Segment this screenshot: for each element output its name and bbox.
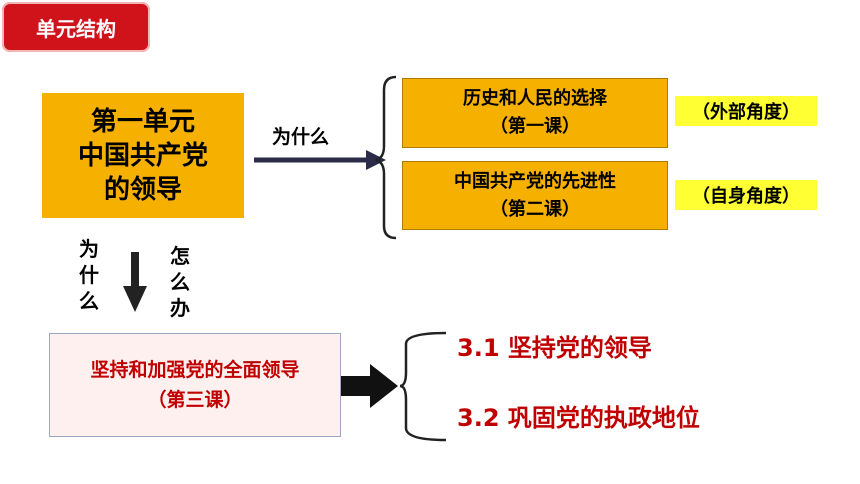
upper-brace [375, 75, 397, 240]
why-vertical-label: 为 什 么 [77, 236, 101, 314]
unit-line-2: 中国共产党 [77, 140, 208, 171]
section-3-2: 3.2 巩固党的执政地位 [457, 404, 700, 432]
why-label: 为什么 [272, 126, 330, 148]
lower-brace [399, 331, 447, 442]
how-char-2: 么 [170, 270, 190, 294]
lesson-two-number: （第二课） [490, 198, 580, 220]
lesson-three-title: 坚持和加强党的全面领导 [90, 359, 300, 381]
thick-right-arrow [338, 364, 398, 408]
lesson-two-title: 中国共产党的先进性 [454, 170, 616, 192]
section-3-1: 3.1 坚持党的领导 [457, 334, 652, 362]
why-char-1: 为 [79, 237, 99, 261]
down-arrow-shaft [131, 252, 139, 288]
unit-structure-tag: 单元结构 [2, 2, 150, 52]
lesson-three-box: 坚持和加强党的全面领导 （第三课） [49, 333, 341, 437]
why-char-2: 什 [79, 263, 99, 287]
external-angle-label: （外部角度） [675, 96, 817, 126]
down-arrow-head [123, 286, 147, 312]
internal-angle-label: （自身角度） [675, 180, 817, 210]
why-char-3: 么 [79, 289, 99, 313]
unit-one-box: 第一单元 中国共产党 的领导 [42, 93, 244, 218]
lesson-one-title: 历史和人民的选择 [463, 88, 607, 109]
how-char-3: 办 [170, 296, 190, 320]
how-char-1: 怎 [170, 244, 190, 268]
lesson-one-number: （第一课） [490, 116, 580, 137]
how-vertical-label: 怎 么 办 [168, 243, 192, 321]
unit-line-1: 第一单元 [90, 106, 195, 137]
lesson-two-box: 中国共产党的先进性 （第二课） [402, 161, 668, 230]
unit-line-3: 的领导 [103, 174, 182, 205]
lesson-three-number: （第三课） [147, 389, 243, 411]
lesson-one-box: 历史和人民的选择 （第一课） [402, 78, 668, 148]
